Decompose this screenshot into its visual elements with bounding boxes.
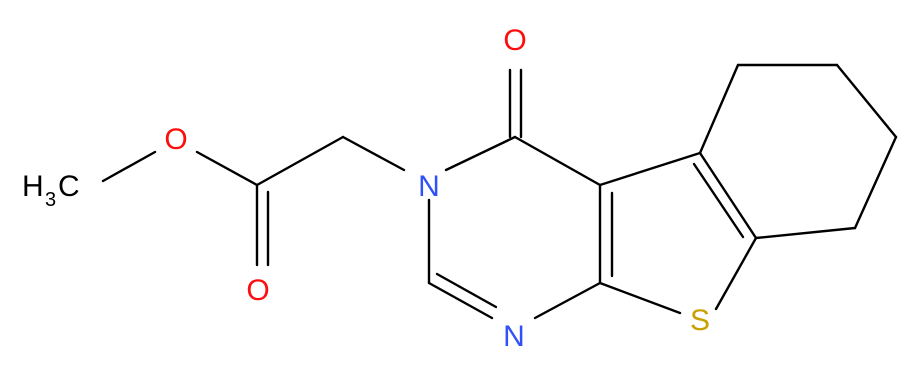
methyl-group-label: H 3 C — [22, 170, 80, 211]
methyl-c: C — [58, 170, 80, 203]
bond-lines — [101, 63, 898, 320]
atom-o-ester-carbonyl: O — [246, 274, 269, 307]
methyl-subscript: 3 — [45, 189, 56, 211]
atom-o-carbonyl-top: O — [503, 24, 526, 57]
atom-o-ester: O — [164, 123, 187, 156]
methyl-h: H — [22, 170, 44, 203]
atom-labels: O O O N N S H 3 C — [22, 24, 710, 353]
atom-n1: N — [503, 320, 525, 353]
atom-s: S — [690, 304, 710, 337]
atom-n3: N — [418, 170, 440, 203]
